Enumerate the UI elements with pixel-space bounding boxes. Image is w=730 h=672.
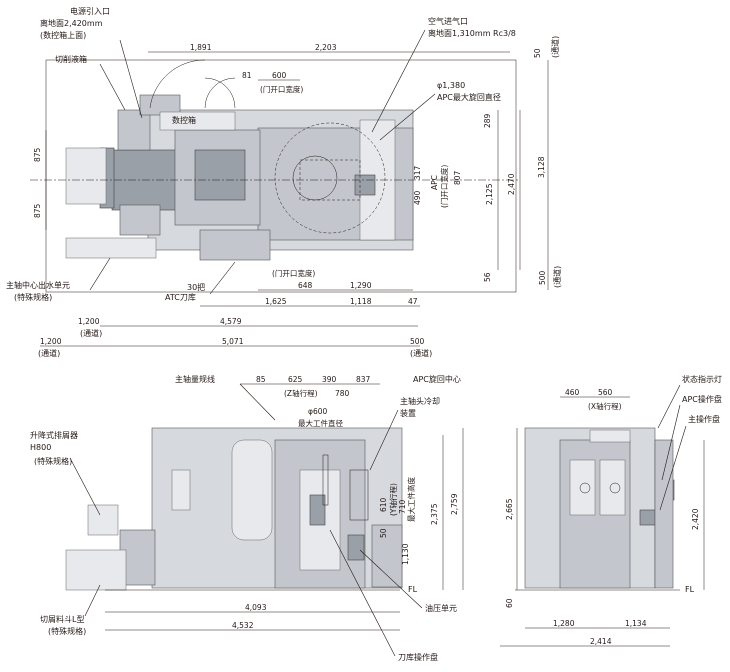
dim-317: 317 <box>413 165 422 180</box>
dim-500-right: 500 <box>538 270 547 285</box>
dim-1891: 1,891 <box>190 43 212 52</box>
chip-bucket-label: 切屑料斗L型 <box>40 614 84 624</box>
front-view <box>65 427 403 591</box>
spindle-water-unit-label: 主轴中心出水单元 <box>6 280 70 290</box>
dim-875-upper: 875 <box>33 147 42 162</box>
dim-490: 490 <box>413 190 422 205</box>
aisle-label-d: (通道) <box>550 36 560 58</box>
x-stroke-label: (X轴行程) <box>588 401 622 411</box>
dim-56: 56 <box>483 272 492 282</box>
aisle-label-e: (通道) <box>552 266 562 288</box>
hydraulic-label: 油压单元 <box>425 603 457 613</box>
dim-2470: 2,470 <box>507 173 516 195</box>
atc-count: 30把 <box>187 282 205 292</box>
aisle-label-a: (通道) <box>80 328 102 338</box>
max-work-h-label: 最大工件高度 <box>406 477 416 522</box>
dim-1130: 1,130 <box>401 543 410 565</box>
phi600-label: φ600 <box>308 407 327 416</box>
spindle-gauge-label: 主轴量规线 <box>175 374 215 384</box>
power-inlet-label: 电源引入口 <box>70 6 110 16</box>
dim-500-bottom: 500 <box>410 337 425 346</box>
dim-2125: 2,125 <box>485 183 494 205</box>
apc-center-label: APC旋回中心 <box>413 374 461 384</box>
dim-3128: 3,128 <box>537 156 546 178</box>
dim-2759: 2,759 <box>450 493 459 515</box>
dim-1200-b: 1,200 <box>40 337 62 346</box>
air-inlet-height: 离地面1,310mm Rc3/8 <box>428 28 516 38</box>
status-light-label: 状态指示灯 <box>682 374 722 384</box>
dim-2420: 2,420 <box>691 508 700 530</box>
dim-625: 625 <box>288 375 303 384</box>
side-view <box>515 427 680 591</box>
dim-807: 807 <box>453 170 462 185</box>
fl-label-front: FL <box>408 585 418 594</box>
dim-1134: 1,134 <box>625 619 647 628</box>
dim-4093: 4,093 <box>245 603 267 612</box>
dim-1118: 1,118 <box>350 297 372 306</box>
dim-1290: 1,290 <box>350 281 372 290</box>
dim-600: 600 <box>272 71 287 80</box>
chip-conveyor-h: H800 <box>30 443 51 452</box>
dim-460: 460 <box>565 388 580 397</box>
apc-diameter: φ1,380 <box>437 81 465 90</box>
dim-390: 390 <box>322 375 337 384</box>
dim-780: 780 <box>335 389 350 398</box>
aisle-label-c: (通道) <box>410 348 432 358</box>
dim-2414: 2,414 <box>590 637 612 646</box>
dim-85: 85 <box>256 375 266 384</box>
power-inlet-height: 离地面2,420mm <box>40 18 103 28</box>
coolant-tank-label: 切削液箱 <box>55 54 87 64</box>
apc-door-width: APC <box>430 175 439 190</box>
dim-2203: 2,203 <box>315 43 337 52</box>
door-width-bottom: (门开口宽度) <box>272 268 315 278</box>
max-work-dia-label: 最大工件直径 <box>298 418 343 428</box>
dim-60: 60 <box>505 598 514 608</box>
dim-5071: 5,071 <box>222 337 244 346</box>
atc-label: ATC刀库 <box>165 292 196 302</box>
dim-2375: 2,375 <box>430 503 439 525</box>
door-width-top: (门开口宽度) <box>260 84 303 94</box>
dim-50-front: 50 <box>379 528 388 538</box>
dim-2665: 2,665 <box>505 498 514 520</box>
dim-648: 648 <box>298 281 313 290</box>
apc-panel-label: APC操作盘 <box>682 394 722 404</box>
z-stroke-label: (Z轴行程) <box>284 388 318 398</box>
dim-81: 81 <box>242 71 252 80</box>
dim-4579: 4,579 <box>220 317 242 326</box>
dim-47: 47 <box>408 297 418 306</box>
dim-4532: 4,532 <box>232 621 254 630</box>
dim-289: 289 <box>483 113 492 128</box>
spindle-cool-label: 主轴头冷却 <box>400 396 440 406</box>
nc-box-label: 数控箱 <box>172 115 196 125</box>
fl-label-side: FL <box>685 585 695 594</box>
chip-conveyor-note: (特殊规格) <box>34 456 72 466</box>
dim-1200-a: 1,200 <box>78 317 100 326</box>
chip-bucket-note: (特殊规格) <box>48 626 86 636</box>
power-inlet-note: (数控箱上面) <box>40 30 86 40</box>
apc-diameter-note: APC最大旋回直径 <box>437 92 501 102</box>
air-inlet-label: 空气进气口 <box>428 16 468 26</box>
y-stroke-label: (Y轴行程) <box>388 483 398 516</box>
dim-875-lower: 875 <box>33 203 42 218</box>
spindle-water-unit-note: (特殊规格) <box>14 292 52 302</box>
aisle-label-b: (通道) <box>38 348 60 358</box>
dim-50-top: 50 <box>533 48 542 58</box>
spindle-cool-label-2: 装置 <box>400 408 416 418</box>
dim-710: 710 <box>398 499 407 514</box>
dim-560: 560 <box>598 388 613 397</box>
dim-1625: 1,625 <box>265 297 287 306</box>
dim-610: 610 <box>379 497 388 512</box>
apc-door-width-note: (门开口宽度) <box>439 165 449 208</box>
main-panel-label: 主操作盘 <box>688 414 720 424</box>
top-view <box>30 59 520 293</box>
chip-conveyor-label: 升降式排屑器 <box>30 430 78 440</box>
dim-1280: 1,280 <box>553 619 575 628</box>
dim-837: 837 <box>356 375 371 384</box>
magazine-panel-label: 刀库操作盘 <box>398 652 438 662</box>
